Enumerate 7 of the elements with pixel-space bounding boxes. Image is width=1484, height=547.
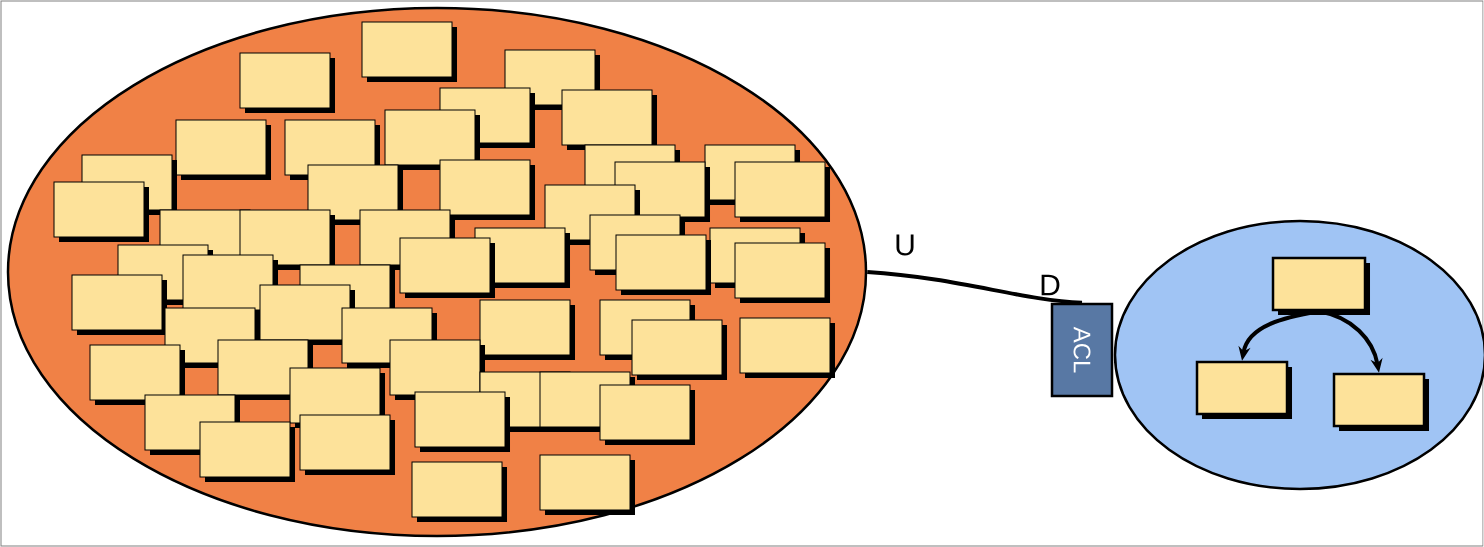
connector-line (867, 270, 1083, 305)
sticky-note (1271, 256, 1370, 315)
side-label: D (1041, 274, 1060, 296)
side-label: U (896, 234, 914, 256)
sticky-note (1195, 360, 1292, 419)
sticky-note (1332, 372, 1429, 431)
acl-box: ACL (1050, 302, 1114, 398)
